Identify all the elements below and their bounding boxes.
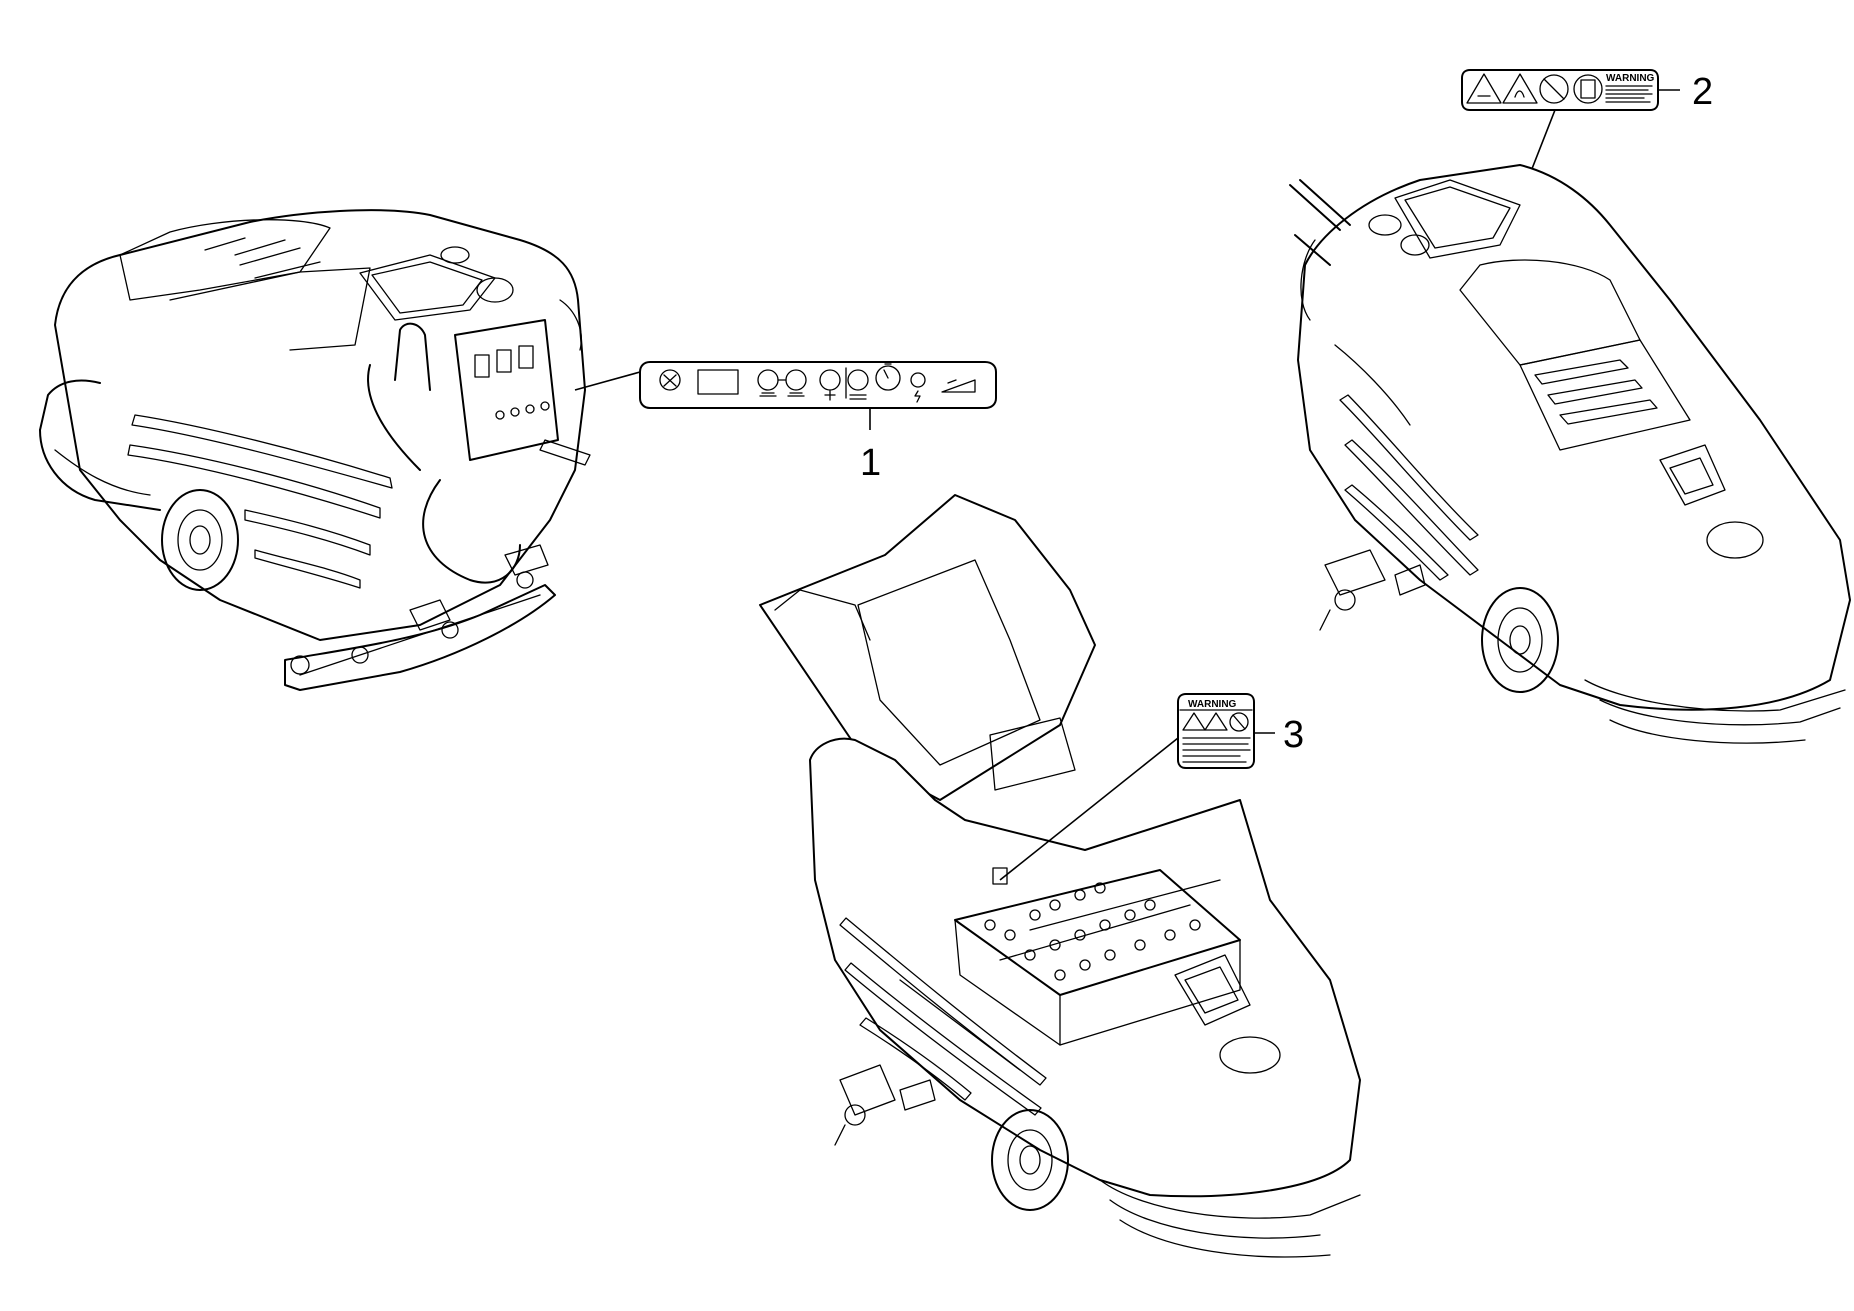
no-smoking-icon [1229, 712, 1249, 732]
fire-hazard-icon [1502, 73, 1538, 104]
power-key-icon [659, 369, 681, 391]
callout-1: 1 [860, 442, 881, 484]
floor-scrubber-front-view [1289, 164, 1851, 744]
explosion-hazard-icon [1182, 712, 1206, 731]
pressure-gauge-icon [875, 363, 901, 391]
decal-2-warning: WARNING [1461, 69, 1659, 111]
warning-label-3: WARNING [1188, 699, 1237, 710]
callout-3: 3 [1283, 714, 1304, 756]
floor-scrubber-rear-view [39, 209, 591, 691]
ramp-icon [941, 379, 976, 393]
decal-3-location [992, 867, 1008, 885]
leader-line-1 [574, 371, 641, 391]
fire-hazard-icon [1204, 712, 1228, 731]
battery-terminals [984, 882, 1201, 981]
floor-scrubber-battery-open [759, 494, 1361, 1258]
no-smoking-icon [1539, 74, 1569, 104]
read-manual-icon [1573, 74, 1603, 104]
warning-label-2: WARNING [1606, 73, 1655, 84]
brush-icon [785, 369, 807, 397]
decal-1-control-panel [639, 361, 997, 409]
vacuum-icon [819, 369, 841, 401]
explosion-hazard-icon [1466, 73, 1502, 104]
decal-3-warning: WARNING [1177, 693, 1255, 769]
display-icon [697, 369, 739, 395]
callout-2: 2 [1692, 71, 1713, 113]
water-icon [847, 369, 869, 400]
light-icon [910, 372, 926, 403]
leader-line-3 [999, 737, 1179, 881]
